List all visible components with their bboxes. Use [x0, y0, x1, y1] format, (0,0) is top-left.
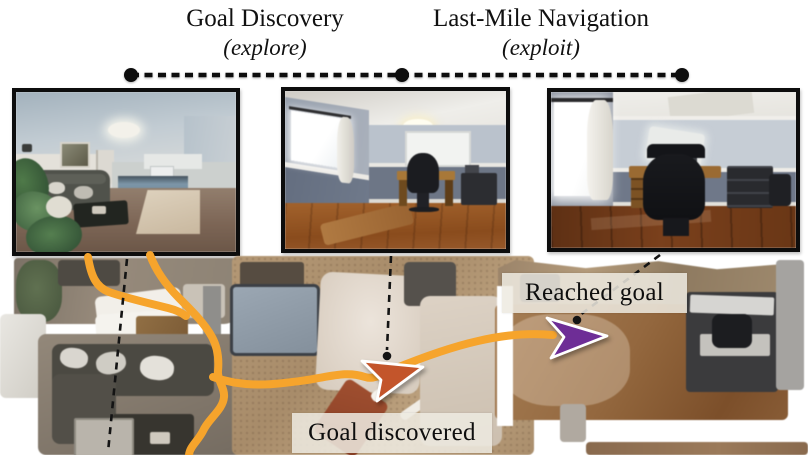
phase-last-mile-title: Last-Mile Navigation — [433, 5, 649, 32]
couch-back-cushions — [20, 174, 106, 184]
curtain — [337, 116, 354, 184]
file-cabinet — [461, 173, 497, 205]
coffee-table — [73, 200, 129, 228]
map-pool-table — [230, 284, 320, 356]
wall-art — [60, 142, 90, 168]
photo-office-desk — [547, 88, 800, 252]
map-dark-strip — [240, 262, 304, 288]
kitchen-cabinets — [144, 154, 202, 169]
phase-last-mile-subtitle: (exploit) — [502, 34, 580, 60]
chair-base — [663, 218, 689, 236]
phase-goal-discovery-label: Goal Discovery (explore) — [115, 4, 415, 61]
reached-goal-label: Reached goal — [502, 273, 687, 313]
map-office-chair — [712, 314, 752, 348]
photo-office-room-scene — [285, 91, 506, 249]
photo-living-room — [12, 88, 240, 256]
table-object — [92, 206, 106, 214]
pillow — [48, 182, 65, 194]
timeline-dot-end — [675, 68, 689, 82]
reached-goal-label-text: Reached goal — [525, 279, 664, 306]
phase-goal-discovery-subtitle: (explore) — [223, 34, 307, 60]
map-dark-sofa-top — [58, 260, 120, 286]
map-table-object — [150, 432, 170, 444]
map-desk-highlight — [689, 294, 775, 316]
photo-office-room — [281, 87, 510, 253]
chair-stem — [417, 193, 429, 209]
desk-leg — [445, 180, 453, 206]
bag — [769, 174, 791, 206]
map-picture-frame — [74, 418, 134, 455]
curtain-rod — [551, 98, 613, 102]
desk-leg — [399, 180, 407, 206]
map-floor-sheen — [500, 314, 630, 406]
phase-goal-discovery-title: Goal Discovery — [186, 5, 344, 32]
file-cabinet — [727, 166, 773, 208]
timeline-dot-start — [124, 68, 138, 82]
goal-discovered-label: Goal discovered — [292, 413, 492, 453]
office-chair — [643, 154, 705, 220]
plant-highlight — [46, 196, 72, 218]
map-plant — [16, 260, 62, 322]
office-chair — [407, 153, 439, 193]
wall-speaker — [22, 144, 32, 152]
map-right-wall — [776, 260, 804, 390]
kitchen-floor — [136, 190, 200, 234]
map-bottom-fragment — [586, 442, 808, 455]
goal-discovered-label-text: Goal discovered — [308, 419, 476, 446]
photo-living-room-scene — [16, 92, 236, 252]
desk-object — [465, 165, 479, 173]
timeline-dot-middle — [395, 68, 409, 82]
baseboard — [369, 199, 506, 204]
chair-base — [409, 207, 439, 212]
curtain — [587, 100, 613, 200]
photo-office-desk-scene — [551, 92, 796, 248]
crown-molding — [609, 116, 796, 120]
map-fragment — [560, 404, 586, 442]
phase-last-mile-label: Last-Mile Navigation (exploit) — [391, 4, 691, 61]
ceiling-light — [108, 122, 140, 138]
pillow — [74, 186, 93, 199]
